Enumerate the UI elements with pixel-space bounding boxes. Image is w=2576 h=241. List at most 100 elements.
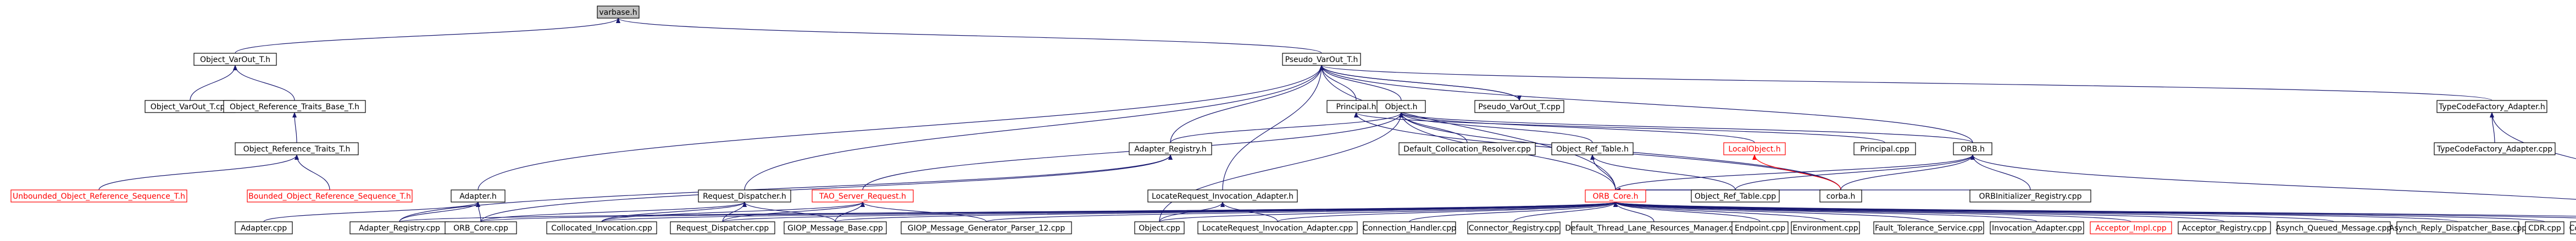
node-box	[1819, 189, 1862, 203]
node-label: Request_Dispatcher.cpp	[676, 224, 769, 233]
node-label: TAO_Server_Request.h	[819, 192, 906, 201]
include-edge	[1159, 112, 1403, 222]
file-node[interactable]: Endpoint.cpp	[1731, 221, 1789, 234]
node-label: Codeset_Manager_Factory_Base.cpp	[2569, 224, 2576, 233]
node-box	[10, 189, 187, 203]
file-node[interactable]: LocalObject.h	[1723, 142, 1786, 155]
file-node[interactable]: Environment.cpp	[1791, 221, 1860, 234]
include-edge	[235, 18, 620, 54]
include-edge	[1613, 201, 2458, 222]
node-box	[2178, 221, 2271, 234]
file-node[interactable]: Object_VarOut_T.cpp	[145, 100, 236, 113]
node-label: Acceptor_Impl.cpp	[2095, 224, 2167, 233]
include-edge	[601, 201, 865, 222]
node-box	[193, 53, 277, 66]
file-node[interactable]: LocateRequest_Invocation_Adapter.cpp	[1197, 221, 1358, 234]
node-label: Connection_Handler.cpp	[1363, 224, 1456, 233]
file-node[interactable]: Codeset_Manager_Factory_Base.cpp	[2569, 221, 2576, 234]
file-node[interactable]: CDR.cpp	[2525, 221, 2564, 234]
node-box	[2277, 221, 2391, 234]
include-edge	[1277, 201, 1618, 222]
file-node[interactable]: ORB_Core.cpp	[445, 221, 517, 234]
include-edge	[722, 201, 1618, 222]
file-node[interactable]: Object_Ref_Table.h	[1551, 142, 1634, 155]
node-label: Connector_Registry.cpp	[1469, 224, 1559, 233]
file-node[interactable]: GIOP_Message_Generator_Parser_12.cpp	[901, 221, 1072, 234]
include-edge	[1970, 154, 2031, 190]
node-box	[670, 221, 775, 234]
file-node[interactable]: Pseudo_VarOut_T.cpp	[1474, 100, 1564, 113]
file-node[interactable]: Bounded_Object_Reference_Sequence_T.h	[247, 189, 413, 203]
node-label: TypeCodeFactory_Adapter.cpp	[2436, 145, 2552, 154]
node-label: Asynch_Queued_Message.cpp	[2276, 224, 2392, 233]
file-node[interactable]: Connection_Handler.cpp	[1363, 221, 1456, 234]
node-box	[235, 142, 359, 155]
include-edge	[263, 201, 480, 222]
file-node[interactable]: Acceptor_Impl.cpp	[2090, 221, 2172, 234]
include-edge	[1399, 112, 1468, 143]
file-node[interactable]: Object.h	[1376, 100, 1426, 113]
node-label: Object_Ref_Table.h	[1556, 145, 1629, 154]
node-label: Adapter_Registry.h	[1134, 145, 1206, 154]
file-node[interactable]: Adapter_Registry.cpp	[349, 221, 449, 234]
include-edge	[1613, 201, 2334, 222]
file-node[interactable]: Request_Dispatcher.h	[698, 189, 791, 203]
node-box	[451, 189, 506, 203]
node-label: ORB.h	[1961, 145, 1985, 154]
file-node[interactable]: ORB_Core.h	[1585, 189, 1646, 203]
file-node[interactable]: Default_Collocation_Resolver.cpp	[1398, 142, 1536, 155]
file-node[interactable]: Object_Ref_Table.cpp	[1691, 189, 1780, 203]
node-box	[445, 221, 517, 234]
file-node[interactable]: Default_Thread_Lane_Resources_Manager.cp…	[1565, 221, 1743, 234]
node-box	[1398, 142, 1536, 155]
file-node[interactable]: Asynch_Reply_Dispatcher_Base.cpp	[2389, 221, 2527, 234]
file-node[interactable]: GIOP_Message_Base.cpp	[784, 221, 887, 234]
file-node[interactable]: Pseudo_VarOut_T.h	[1282, 53, 1361, 66]
file-node[interactable]: Adapter.cpp	[235, 221, 293, 234]
file-node[interactable]: Object.cpp	[1134, 221, 1185, 234]
file-node[interactable]: Object_VarOut_T.h	[193, 53, 277, 66]
file-node[interactable]: Object_Reference_Traits_Base_T.h	[223, 100, 366, 113]
include-edge	[1970, 154, 2576, 200]
node-box	[1467, 221, 1561, 234]
node-box	[2436, 100, 2547, 113]
file-node[interactable]: Adapter_Registry.h	[1129, 142, 1212, 155]
include-edge	[1614, 201, 2576, 217]
file-node[interactable]: TypeCodeFactory_Adapter.cpp	[2434, 142, 2556, 155]
file-node[interactable]: ORB.h	[1953, 142, 1992, 155]
include-edge	[860, 201, 987, 222]
file-node[interactable]: Fault_Tolerance_Service.cpp	[1873, 221, 1984, 234]
include-edge	[1409, 201, 1618, 222]
node-box	[2525, 221, 2564, 234]
file-node[interactable]: Request_Dispatcher.cpp	[670, 221, 775, 234]
file-node[interactable]: Unbounded_Object_Reference_Sequence_T.h	[10, 189, 187, 203]
node-label: varbase.h	[599, 8, 637, 17]
node-label: Unbounded_Object_Reference_Sequence_T.h	[13, 192, 185, 201]
file-node[interactable]: LocateRequest_Invocation_Adapter.h	[1147, 189, 1298, 203]
include-edge	[478, 65, 1324, 190]
include-edge	[1513, 201, 1618, 222]
node-label: Object_Ref_Table.cpp	[1695, 192, 1776, 201]
file-node[interactable]: Object_Reference_Traits_T.h	[235, 142, 359, 155]
node-label: LocateRequest_Invocation_Adapter.cpp	[1202, 224, 1353, 233]
file-node[interactable]: Acceptor_Registry.cpp	[2178, 221, 2271, 234]
file-node[interactable]: Asynch_Queued_Message.cpp	[2276, 221, 2392, 234]
node-label: Object_VarOut_T.cpp	[151, 103, 230, 111]
file-node[interactable]: Principal.cpp	[1853, 142, 1916, 155]
file-node[interactable]: Adapter.h	[451, 189, 506, 203]
file-node[interactable]: varbase.h	[597, 5, 640, 19]
file-node[interactable]: Invocation_Adapter.cpp	[1990, 221, 2084, 234]
file-node[interactable]: ORBInitializer_Registry.cpp	[1969, 189, 2091, 203]
file-node[interactable]: Principal.h	[1326, 100, 1386, 113]
include-edge	[480, 201, 747, 222]
node-box	[223, 100, 366, 113]
node-label: TypeCodeFactory_Adapter.h	[2438, 103, 2545, 111]
node-label: Adapter.cpp	[241, 224, 287, 233]
file-node[interactable]: Collocated_Invocation.cpp	[546, 221, 657, 234]
file-node[interactable]: corba.h	[1819, 189, 1862, 203]
file-node[interactable]: Connector_Registry.cpp	[1467, 221, 1561, 234]
file-node[interactable]: TAO_Server_Request.h	[812, 189, 914, 203]
include-edge	[1613, 201, 1826, 222]
file-node[interactable]: TypeCodeFactory_Adapter.h	[2436, 100, 2547, 113]
